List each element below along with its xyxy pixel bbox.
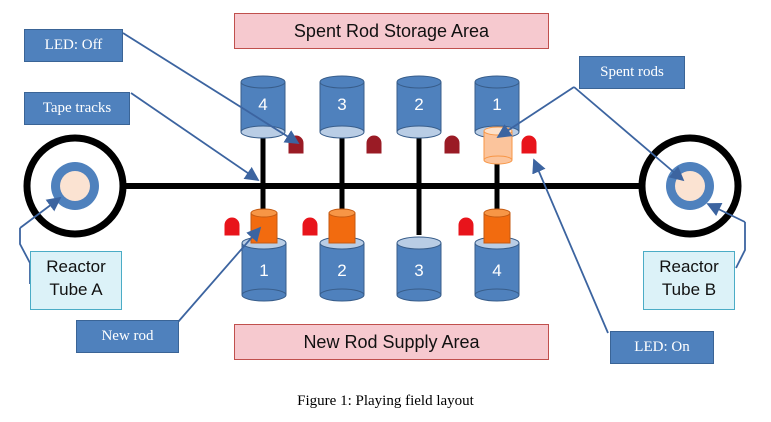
arrow-led-on — [532, 158, 609, 334]
reactor-tube-b-line2: Tube B — [661, 280, 717, 299]
spent-rods-label: Spent rods — [579, 56, 685, 89]
reactor-tube-a — [23, 134, 127, 238]
storage-slot-number: 4 — [258, 95, 267, 114]
reactor-tube-a-label: Reactor Tube A — [30, 251, 122, 310]
storage-cylinder-2: 2 — [396, 75, 442, 139]
tape-tracks-label: Tape tracks — [24, 92, 130, 125]
led-on-indicator — [520, 134, 538, 155]
supply-slot-number: 4 — [492, 261, 501, 280]
arrow-reactor-b — [735, 222, 746, 269]
led-on-indicator — [223, 216, 241, 237]
reactor-tube-b-label: Reactor Tube B — [643, 251, 735, 310]
arrow-spent-rods-b — [573, 86, 685, 182]
supply-slot-number: 3 — [414, 261, 423, 280]
spent-rod-storage-title: Spent Rod Storage Area — [234, 13, 549, 49]
led-off-indicator — [365, 134, 383, 155]
new-rod-slot-2 — [328, 208, 356, 244]
new-rod-slot-1 — [250, 208, 278, 244]
supply-slot-number: 2 — [337, 261, 346, 280]
new-rod-supply-title: New Rod Supply Area — [234, 324, 549, 360]
arrow-led-off — [122, 32, 300, 144]
led-off-indicator — [443, 134, 461, 155]
arrow-reactor-a — [19, 228, 31, 284]
supply-cylinder-1: 1 — [241, 236, 287, 302]
led-on-indicator — [301, 216, 319, 237]
arrow-tape-tracks — [130, 92, 260, 182]
supply-cylinder-2: 2 — [319, 236, 365, 302]
arrow-spent-rods — [496, 86, 575, 138]
arrow-reactor-a-head — [19, 196, 62, 229]
led-on-indicator — [457, 216, 475, 237]
figure-caption: Figure 1: Playing field layout — [297, 393, 474, 409]
storage-slot-number: 1 — [492, 95, 501, 114]
supply-cylinder-3: 3 — [396, 236, 442, 302]
arrow-reactor-b-head — [706, 203, 746, 223]
led-off-label: LED: Off — [24, 29, 123, 62]
spent-rod — [483, 126, 513, 165]
supply-cylinder-4: 4 — [474, 236, 520, 302]
led-on-label: LED: On — [610, 331, 714, 364]
reactor-tube-a-line2: Tube A — [49, 280, 103, 299]
storage-cylinder-4: 4 — [240, 75, 286, 139]
storage-slot-number: 3 — [337, 95, 346, 114]
storage-cylinder-3: 3 — [319, 75, 365, 139]
reactor-tube-a-line1: Reactor — [46, 257, 106, 276]
new-rod-label: New rod — [76, 320, 179, 353]
reactor-tube-b-line1: Reactor — [659, 257, 719, 276]
arrow-new-rod — [177, 226, 262, 323]
storage-slot-number: 2 — [414, 95, 423, 114]
supply-slot-number: 1 — [259, 261, 268, 280]
new-rod-slot-4 — [483, 208, 511, 244]
reactor-tube-b — [638, 134, 742, 238]
